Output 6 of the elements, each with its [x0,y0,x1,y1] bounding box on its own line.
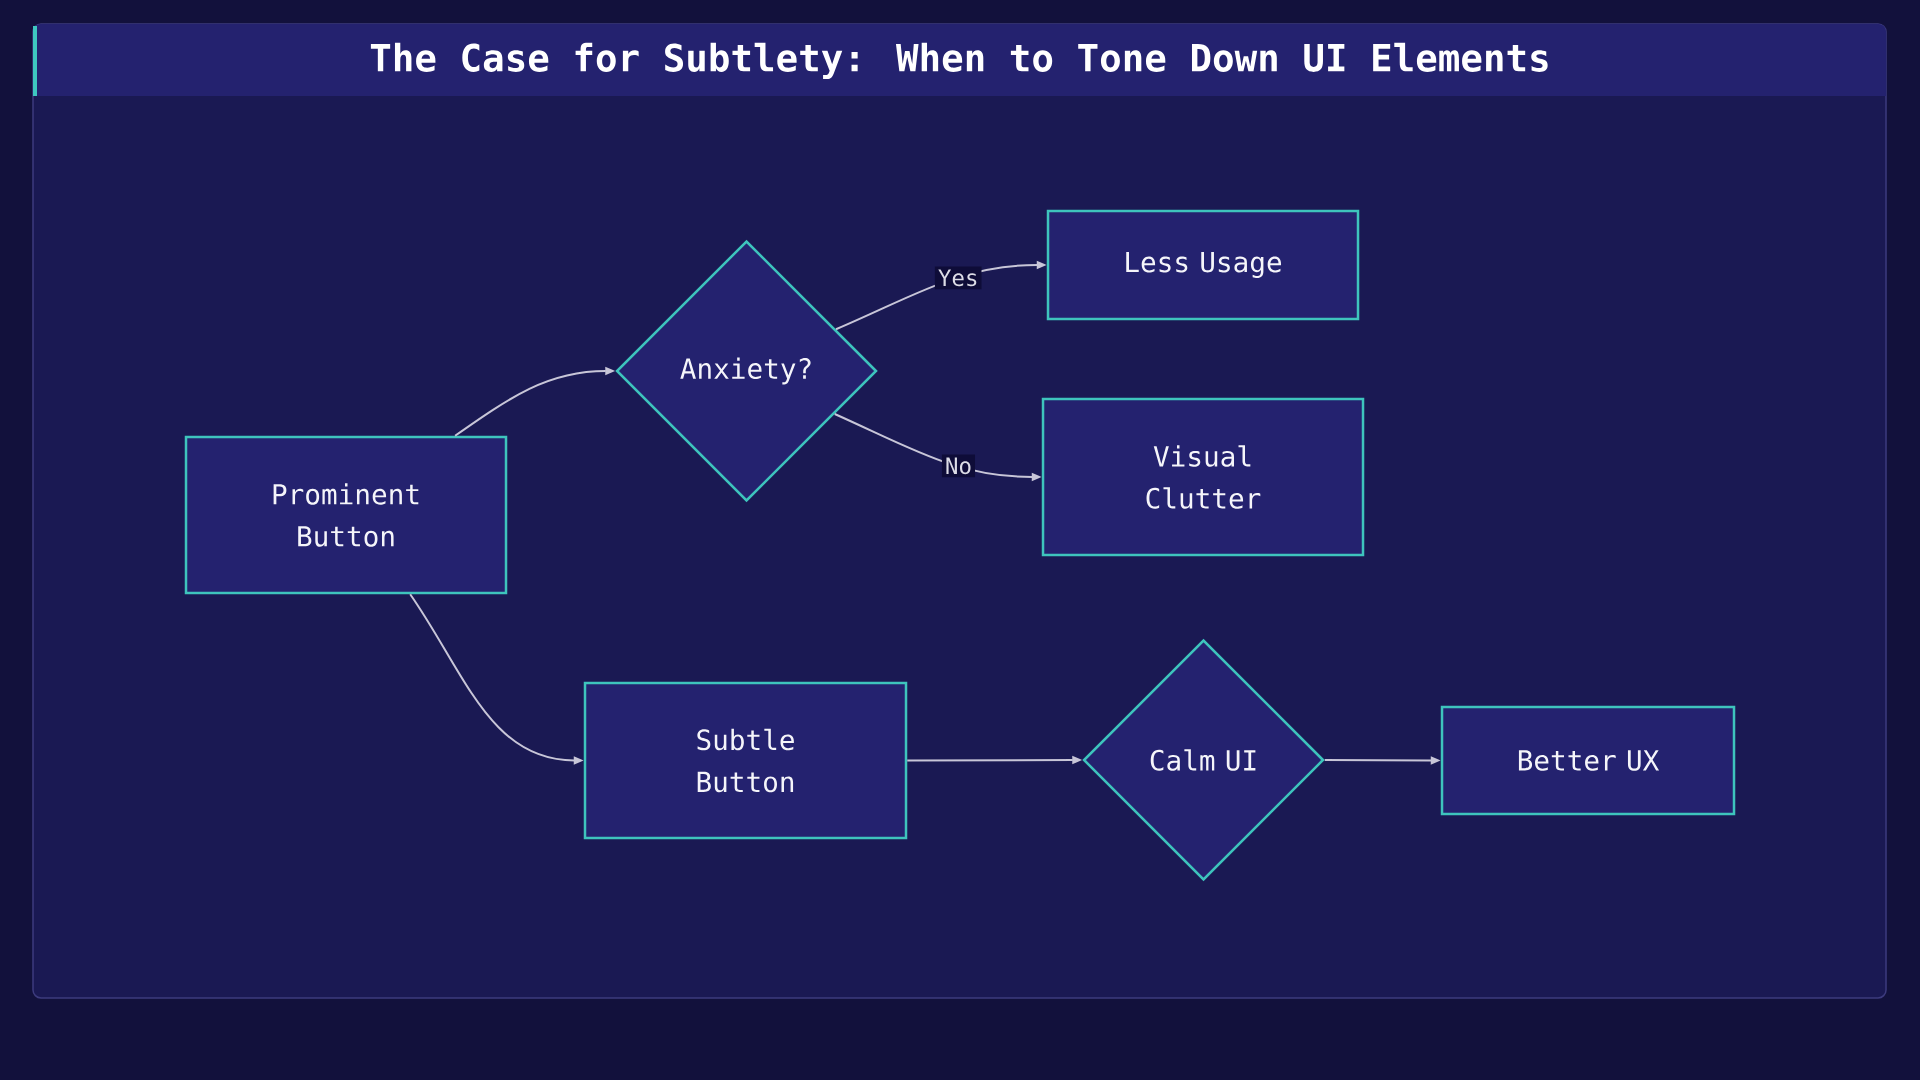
process-box: Better UX [1440,705,1736,816]
process-box: Less Usage [1046,209,1360,321]
process-box: Prominent Button [184,435,508,595]
process-box: Visual Clutter [1041,397,1365,557]
title-bar: The Case for Subtlety: When to Tone Down UI Elements [33,24,1886,96]
process-box: Subtle Button [583,681,908,840]
